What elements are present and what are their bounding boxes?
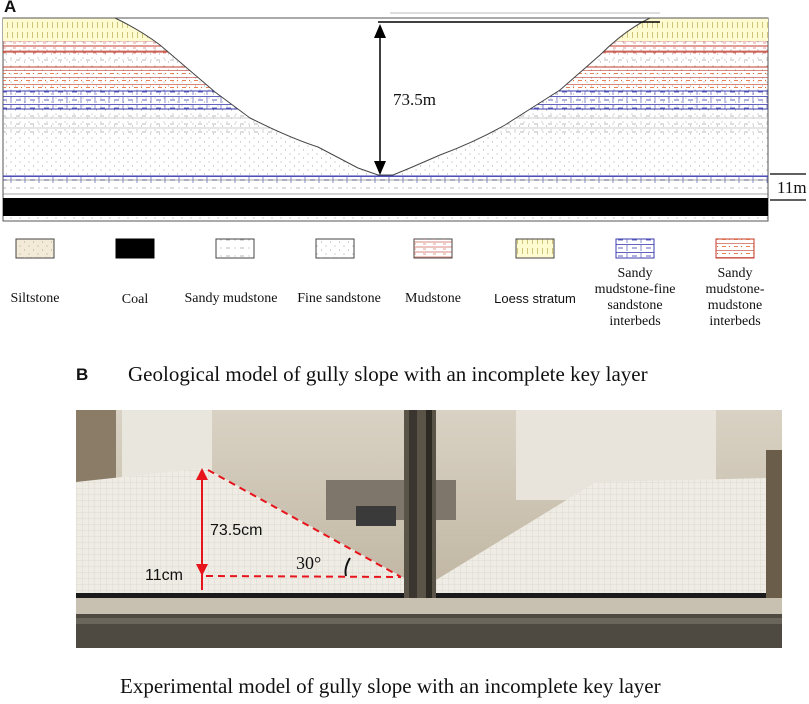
experimental-model-photo	[76, 410, 782, 648]
legend-label-mudstone: Mudstone	[405, 291, 461, 306]
panel-b-angle-label: 30°	[296, 553, 322, 573]
legend-label-fine-sandstone: Fine sandstone	[297, 291, 381, 306]
legend-label-coal: Coal	[121, 292, 149, 307]
panel-a-layer-label: 11m	[777, 178, 807, 197]
legend-label-sandy-mudstone: Sandy mudstone	[184, 291, 278, 306]
swatch-loess	[515, 238, 555, 259]
panel-b-caption-bottom: Experimental model of gully slope with a…	[120, 674, 661, 698]
panel-a-height-label: 73.5m	[393, 90, 436, 109]
panel-b-layer-label: 11cm	[145, 567, 183, 584]
panel-b-caption-top: Geological model of gully slope with an …	[128, 362, 648, 386]
panel-b-height-label: 73.5cm	[210, 522, 263, 539]
geological-model-diagram	[2, 12, 806, 222]
legend-swatches	[15, 238, 755, 259]
legend-label-siltstone: Siltstone	[10, 291, 60, 306]
legend-label-loess: Loess stratum	[494, 291, 576, 306]
swatch-coal	[115, 238, 155, 259]
panel-b-letter: B	[76, 365, 89, 384]
panel-a-letter: A	[4, 0, 17, 16]
legend-label-sm-m: Sandy mudstone-mudstone interbeds	[705, 266, 765, 329]
legend-label-sm-fs: Sandy mudstone-fine sandstone interbeds	[594, 266, 676, 329]
